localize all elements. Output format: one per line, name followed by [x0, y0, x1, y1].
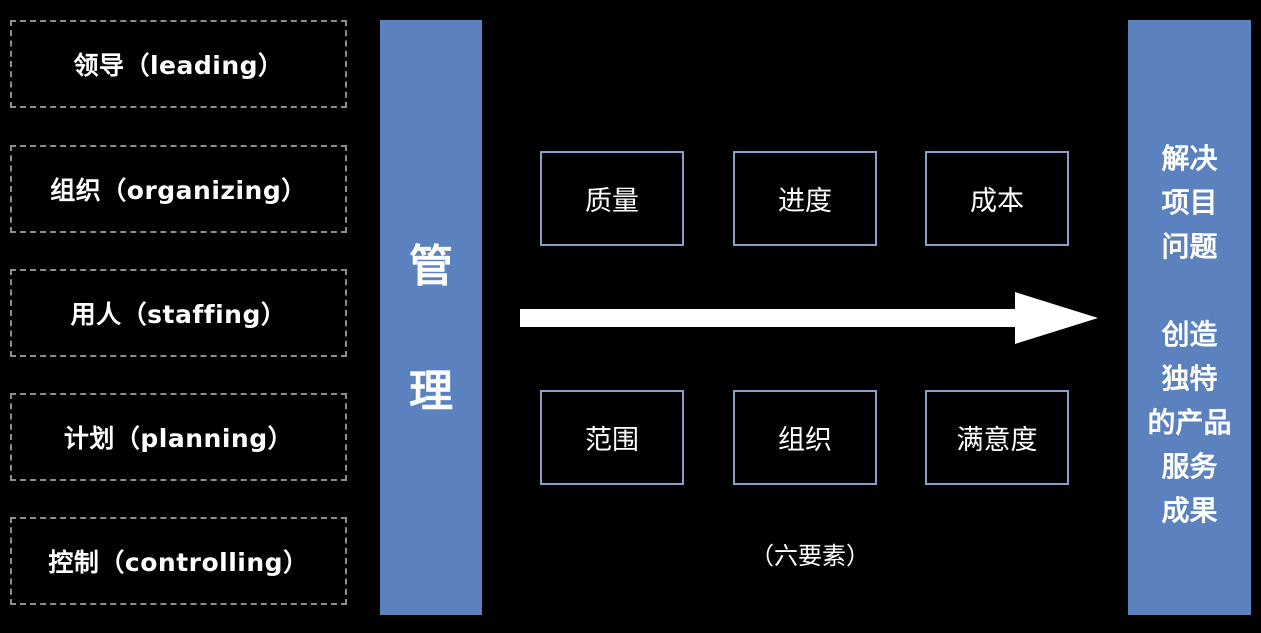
right-arrow-icon [520, 292, 1098, 344]
elements-caption: （六要素） [750, 542, 870, 570]
function-label: 控制（controlling） [48, 548, 309, 577]
element-box-organization: 组织 [733, 390, 877, 485]
result-line: 问题 [1161, 230, 1218, 263]
function-label: 领导（leading） [73, 51, 284, 80]
element-label: 组织 [778, 425, 832, 456]
function-box-leading: 领导（leading） [10, 20, 347, 108]
result-line: 项目 [1161, 186, 1218, 219]
function-label: 计划（planning） [63, 424, 294, 453]
result-line: 服务 [1161, 450, 1218, 483]
element-label: 满意度 [956, 425, 1038, 456]
management-char: 理 [409, 366, 453, 417]
element-box-schedule: 进度 [733, 151, 877, 246]
element-label: 进度 [778, 186, 832, 217]
result-line: 的产品 [1147, 406, 1232, 439]
element-label: 成本 [970, 186, 1024, 217]
element-label: 质量 [585, 186, 639, 217]
result-line: 创造 [1161, 318, 1218, 351]
result-line: 成果 [1161, 494, 1218, 527]
element-box-quality: 质量 [540, 151, 684, 246]
result-line: 解决 [1161, 142, 1218, 175]
management-bar: 管 理 [380, 20, 482, 615]
result-line: 独特 [1161, 362, 1218, 395]
function-label: 组织（organizing） [50, 176, 307, 205]
result-bar: 解决 项目 问题 创造 独特 的产品 服务 成果 [1128, 20, 1251, 615]
function-label: 用人（staffing） [70, 300, 287, 329]
element-box-cost: 成本 [925, 151, 1069, 246]
function-box-controlling: 控制（controlling） [10, 517, 347, 605]
element-label: 范围 [585, 425, 639, 456]
element-box-scope: 范围 [540, 390, 684, 485]
function-box-organizing: 组织（organizing） [10, 145, 347, 233]
element-box-satisfaction: 满意度 [925, 390, 1069, 485]
function-box-staffing: 用人（staffing） [10, 269, 347, 357]
management-char: 管 [409, 241, 453, 292]
function-box-planning: 计划（planning） [10, 393, 347, 481]
